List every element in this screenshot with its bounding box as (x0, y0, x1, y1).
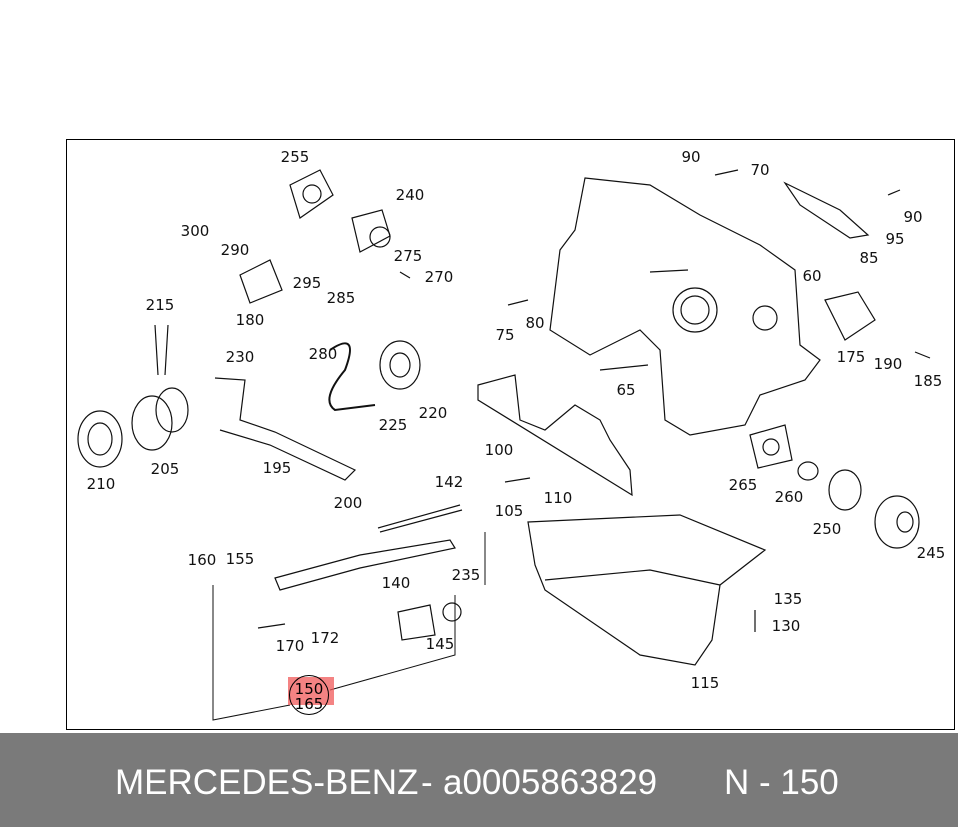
part-label[interactable]: 200 (333, 494, 363, 512)
part-label[interactable]: 172 (310, 629, 340, 647)
part-label[interactable]: 135 (773, 590, 803, 608)
part-label[interactable]: 270 (424, 268, 454, 286)
part-label[interactable]: 265 (728, 476, 758, 494)
position-number: N - 150 (724, 763, 839, 802)
part-label[interactable]: 90 (903, 208, 923, 226)
highlighted-callout-circle[interactable] (289, 675, 329, 715)
part-label[interactable]: 225 (378, 416, 408, 434)
part-label[interactable]: 100 (484, 441, 514, 459)
diagram-frame (66, 139, 955, 730)
part-label[interactable]: 185 (913, 372, 943, 390)
highlighted-label-bottom[interactable]: 165 (294, 695, 324, 713)
part-label[interactable]: 235 (451, 566, 481, 584)
part-label[interactable]: 65 (616, 381, 636, 399)
part-label[interactable]: 280 (308, 345, 338, 363)
part-label[interactable]: 175 (836, 348, 866, 366)
brand-name: MERCEDES-BENZ (115, 763, 419, 802)
part-label[interactable]: 210 (86, 475, 116, 493)
part-label[interactable]: 75 (495, 326, 515, 344)
part-label[interactable]: 245 (916, 544, 946, 562)
part-label[interactable]: 205 (150, 460, 180, 478)
footer-bar: MERCEDES-BENZ - a0005863829 N - 150 (0, 733, 958, 827)
part-label[interactable]: 260 (774, 488, 804, 506)
part-label[interactable]: 105 (494, 502, 524, 520)
part-label[interactable]: 80 (525, 314, 545, 332)
separator: - (421, 763, 433, 802)
part-label[interactable]: 195 (262, 459, 292, 477)
part-label[interactable]: 115 (690, 674, 720, 692)
part-label[interactable]: 145 (425, 635, 455, 653)
part-label[interactable]: 230 (225, 348, 255, 366)
part-label[interactable]: 290 (220, 241, 250, 259)
part-label[interactable]: 130 (771, 617, 801, 635)
part-label[interactable]: 250 (812, 520, 842, 538)
part-label[interactable]: 275 (393, 247, 423, 265)
part-label[interactable]: 295 (292, 274, 322, 292)
part-label[interactable]: 300 (180, 222, 210, 240)
part-label[interactable]: 190 (873, 355, 903, 373)
part-label[interactable]: 110 (543, 489, 573, 507)
part-label[interactable]: 285 (326, 289, 356, 307)
part-label[interactable]: 255 (280, 148, 310, 166)
part-number: a0005863829 (443, 763, 658, 802)
highlighted-label-top[interactable]: 150 (294, 680, 324, 698)
part-label[interactable]: 170 (275, 637, 305, 655)
part-label[interactable]: 140 (381, 574, 411, 592)
part-label[interactable]: 180 (235, 311, 265, 329)
part-label[interactable]: 160 (187, 551, 217, 569)
part-label[interactable]: 215 (145, 296, 175, 314)
part-label[interactable]: 220 (418, 404, 448, 422)
part-label[interactable]: 155 (225, 550, 255, 568)
part-label[interactable]: 142 (434, 473, 464, 491)
part-label[interactable]: 70 (750, 161, 770, 179)
part-label[interactable]: 85 (859, 249, 879, 267)
part-label[interactable]: 240 (395, 186, 425, 204)
part-label[interactable]: 95 (885, 230, 905, 248)
part-label[interactable]: 90 (681, 148, 701, 166)
part-label[interactable]: 60 (802, 267, 822, 285)
